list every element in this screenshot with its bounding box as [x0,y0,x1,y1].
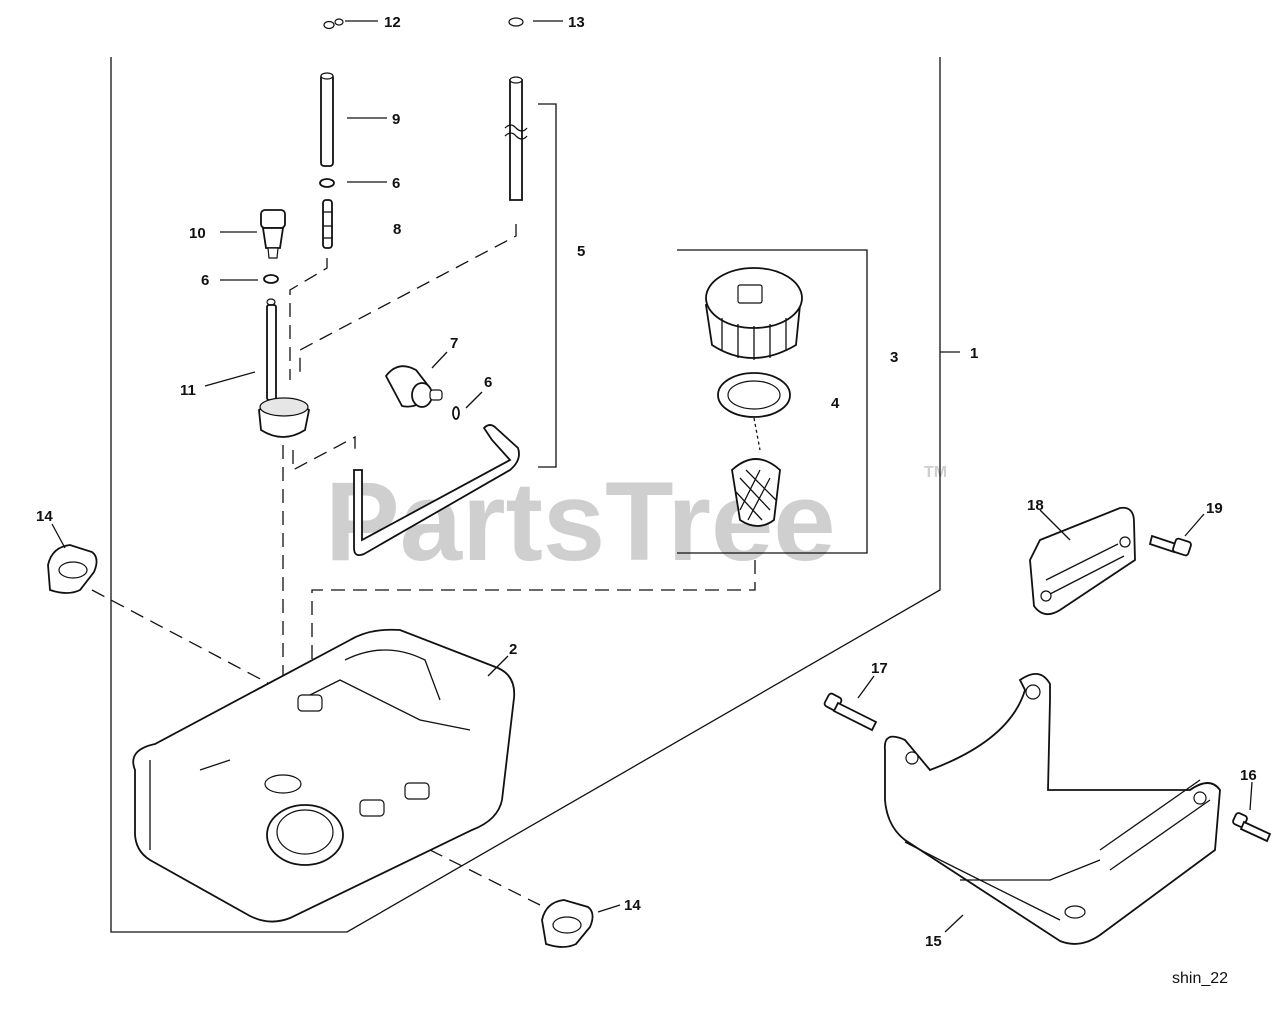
fitting-8 [322,199,333,249]
watermark-tm: TM [924,464,947,481]
o-ring-6-upper [319,178,335,188]
filter-7 [384,365,443,408]
grommet-14-right [541,899,594,948]
callout-12: 12 [384,14,401,31]
callout-6: 6 [484,374,492,391]
callout-13: 13 [568,14,585,31]
bolt-16 [1232,812,1272,843]
callout-11: 11 [180,382,196,399]
callout-4: 4 [831,395,840,412]
fuel-tank-2 [132,628,516,923]
callout-19: 19 [1206,500,1223,517]
bolt-19 [1148,534,1192,557]
callout-9: 9 [392,111,400,128]
callout-10: 10 [189,225,206,242]
mount-15 [883,673,1221,945]
grommet-14-left [47,544,98,594]
o-ring-6-right [452,406,460,420]
bolt-17 [823,692,878,732]
diagram-code: shin_22 [1172,970,1228,987]
gasket-4 [717,372,791,527]
clip-12 [323,18,344,30]
callout-8: 8 [393,221,401,238]
bracket-5 [538,103,557,468]
fuel-line-5 [353,76,528,557]
assembly-dash-lines [91,224,756,906]
fuel-cap-3 [704,267,803,360]
callout-5: 5 [577,243,585,260]
o-ring-6-mid [263,274,279,284]
callout-6: 6 [392,175,400,192]
tube-9 [320,72,334,167]
pickup-11 [258,298,310,438]
callout-7: 7 [450,335,458,352]
callout-6: 6 [201,272,209,289]
bracket-18 [1029,506,1136,616]
callout-1: 1 [970,345,978,362]
callout-14: 14 [624,897,641,914]
assembly-frame [110,57,941,933]
callout-14: 14 [36,508,53,525]
callout-2: 2 [509,641,517,658]
callout-16: 16 [1240,767,1257,784]
callout-17: 17 [871,660,888,677]
leader-lines [51,20,1253,933]
callout-3: 3 [890,349,898,366]
filter-10 [260,209,286,259]
bracket-3 [677,249,868,554]
callout-18: 18 [1027,497,1044,514]
callout-15: 15 [925,933,942,950]
o-ring-13 [508,17,524,27]
